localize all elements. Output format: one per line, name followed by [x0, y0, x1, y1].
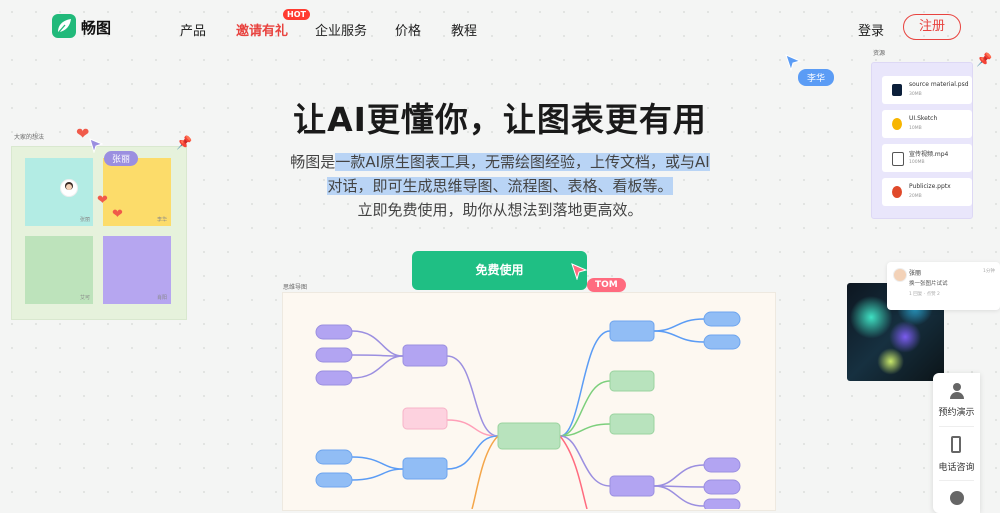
- mindmap-graph: [315, 311, 741, 509]
- pin-icon: 📌: [976, 53, 993, 68]
- login-link[interactable]: 登录: [858, 24, 885, 39]
- heart-icon: ❤: [112, 207, 123, 222]
- note-author: 张丽: [80, 217, 91, 223]
- hero-headline: 让AI更懂你，让图表更有用: [293, 100, 707, 139]
- hero-subtitle-line1: 畅图是一款AI原生图表工具，无需绘图经验，上传文档，或与AI: [290, 153, 710, 171]
- cursor-zhangli-icon: [89, 138, 104, 153]
- psd-file-icon: [892, 84, 902, 96]
- file-item[interactable]: UI.Sketch 10MB: [882, 110, 972, 138]
- file-size: 100MB: [909, 160, 925, 165]
- phone-icon[interactable]: [951, 436, 961, 453]
- mindmap-label: 思维导图: [283, 284, 308, 291]
- comment-card[interactable]: 张丽 1分钟 换一张图片试试 1 回复 · 点赞 2: [887, 262, 1000, 310]
- nav-item-invite[interactable]: 邀请有礼: [236, 24, 289, 39]
- nav-item-tutorial[interactable]: 教程: [451, 24, 478, 39]
- support-agent-icon[interactable]: [950, 491, 964, 505]
- logo-icon[interactable]: [52, 14, 76, 38]
- file-size: 20MB: [909, 194, 922, 199]
- heart-icon: ❤: [76, 124, 90, 143]
- logo-text[interactable]: 畅图: [81, 19, 112, 37]
- note-author: 艾可: [80, 295, 91, 301]
- file-item[interactable]: 宣传视频.mp4 100MB: [882, 144, 972, 172]
- divider: [939, 480, 974, 481]
- contact-sidebar: 预约演示 电话咨询: [933, 373, 980, 513]
- avatar: [60, 179, 78, 197]
- cursor-lihua-icon: [785, 54, 802, 71]
- comment-text: 换一张图片试试: [909, 281, 948, 287]
- file-item[interactable]: source material.psd 30MB: [882, 76, 972, 104]
- hero-subtitle-line3: 立即免费使用，助你从想法到落地更高效。: [357, 201, 643, 219]
- file-item[interactable]: Publicize.pptx 20MB: [882, 178, 972, 206]
- cursor-lihua-label: 李华: [798, 69, 835, 86]
- note-author: 肖阳: [157, 295, 168, 301]
- file-name: 宣传视频.mp4: [909, 151, 949, 158]
- mindmap-nodes: [315, 311, 741, 509]
- comment-author: 张丽: [909, 270, 922, 277]
- note-author: 李华: [157, 217, 168, 223]
- file-name: Publicize.pptx: [909, 183, 951, 190]
- phone-consult-label[interactable]: 电话咨询: [938, 463, 975, 473]
- pin-icon: 📌: [176, 136, 193, 151]
- nav-item-pricing[interactable]: 价格: [395, 24, 422, 39]
- sticky-note: [25, 236, 93, 304]
- cursor-tom-label: TOM: [587, 278, 626, 292]
- book-demo-label[interactable]: 预约演示: [938, 408, 975, 418]
- nav-item-product[interactable]: 产品: [180, 24, 207, 39]
- demo-person-icon[interactable]: [950, 383, 964, 399]
- file-name: UI.Sketch: [909, 115, 938, 122]
- divider: [939, 426, 974, 427]
- file-name: source material.psd: [909, 81, 969, 88]
- board-label: 大家的想法: [14, 134, 45, 141]
- sticky-note: [25, 158, 93, 226]
- file-size: 10MB: [909, 126, 922, 131]
- nav-item-enterprise[interactable]: 企业服务: [315, 24, 368, 39]
- sticky-note: [103, 158, 171, 226]
- pptx-file-icon: [892, 186, 902, 198]
- hero-subtitle-line2: 对话，即可生成思维导图、流程图、表格、看板等。: [327, 177, 673, 195]
- mindmap-canvas[interactable]: [282, 292, 776, 511]
- hot-badge: HOT: [283, 9, 310, 20]
- video-file-icon: [892, 152, 904, 166]
- files-label: 资源: [873, 50, 886, 57]
- comment-actions[interactable]: 1 回复 · 点赞 2: [909, 292, 940, 297]
- register-button[interactable]: 注册: [903, 14, 961, 40]
- avatar: [893, 268, 907, 282]
- cursor-zhangli-label: 张丽: [104, 151, 139, 166]
- cursor-tom-icon: [571, 263, 588, 280]
- file-size: 30MB: [909, 92, 922, 97]
- sticky-note: [103, 236, 171, 304]
- free-use-button[interactable]: 免费使用: [412, 251, 587, 290]
- sketch-file-icon: [892, 118, 902, 130]
- comment-time: 1分钟: [983, 269, 995, 274]
- heart-icon: ❤: [97, 193, 108, 208]
